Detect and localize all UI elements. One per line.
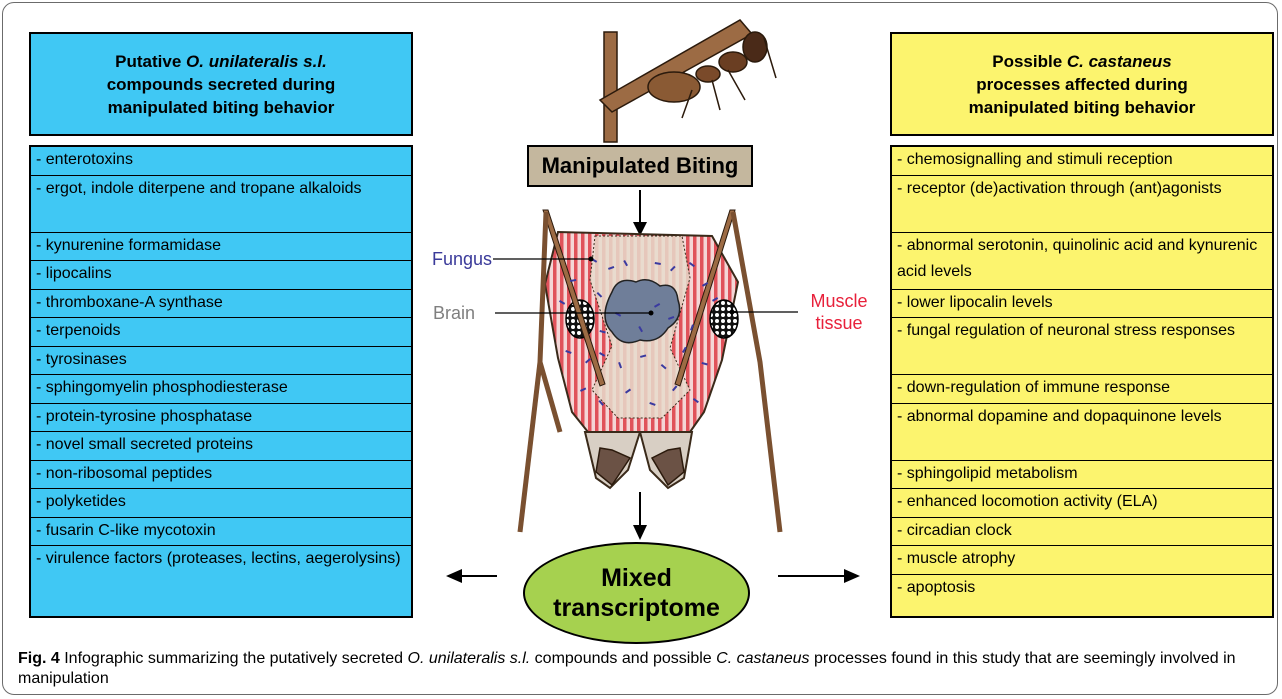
down-arrow-1: [633, 190, 647, 236]
caption-text: processes found in this study that are s…: [18, 650, 1236, 687]
branch-illustration: [598, 19, 754, 143]
list-item: - kynurenine formamidase: [31, 233, 411, 261]
list-item: - lower lipocalin levels: [892, 290, 1272, 318]
fungus-label: Fungus: [432, 249, 493, 269]
list-item: - down-regulation of immune response: [892, 375, 1272, 404]
list-item: - fungal regulation of neuronal stress r…: [892, 318, 1272, 375]
list-item: - abnormal serotonin, quinolinic acid an…: [892, 233, 1272, 290]
right-header: Possible C. castaneus processes affected…: [890, 32, 1274, 136]
caption-text: Infographic summarizing the putatively s…: [59, 650, 408, 667]
list-item: - abnormal dopamine and dopaquinone leve…: [892, 404, 1272, 461]
list-item: - tyrosinases: [31, 347, 411, 375]
list-item: - sphingomyelin phosphodiesterase: [31, 375, 411, 404]
processes-list: - chemosignalling and stimuli reception …: [890, 145, 1274, 618]
left-header-species: O. unilateralis s.l.: [186, 51, 327, 71]
list-item: - fusarin C-like mycotoxin: [31, 518, 411, 546]
muscle-leader-line: [729, 309, 798, 315]
down-arrow-2: [633, 492, 647, 540]
list-item: - lipocalins: [31, 261, 411, 290]
list-item: - muscle atrophy: [892, 546, 1272, 575]
caption-text: compounds and possible: [530, 650, 717, 667]
compounds-list: - enterotoxins - ergot, indole diterpene…: [29, 145, 413, 618]
figure-caption: Fig. 4 Infographic summarizing the putat…: [18, 649, 1268, 689]
list-item: - circadian clock: [892, 518, 1272, 546]
list-item: - polyketides: [31, 489, 411, 518]
list-item: - non-ribosomal peptides: [31, 461, 411, 489]
list-item: - terpenoids: [31, 318, 411, 347]
muscle-label-line1: Muscle: [810, 291, 868, 311]
mixed-label: Mixed: [601, 564, 672, 592]
left-header-prefix: Putative: [115, 51, 187, 71]
caption-figure-number: Fig. 4: [18, 650, 60, 667]
right-header-species: C. castaneus: [1066, 51, 1172, 71]
list-item: - apoptosis: [897, 578, 976, 596]
list-item: - chemosignalling and stimuli reception: [892, 147, 1272, 176]
left-header-line2: compounds secreted during: [106, 74, 336, 94]
muscle-tissue-label: Muscle tissue: [803, 290, 875, 334]
left-arrow: [446, 569, 497, 583]
brain-leader-line: [495, 310, 654, 316]
manipulated-biting-box: Manipulated Biting: [527, 145, 753, 187]
list-item: - virulence factors (proteases, lectins,…: [36, 550, 401, 567]
brain-label: Brain: [433, 303, 476, 323]
muscle-label-line2: tissue: [815, 313, 863, 333]
list-item: - protein-tyrosine phosphatase: [31, 404, 411, 432]
mixed-transcriptome-oval: Mixed transcriptome: [523, 542, 750, 644]
list-item: - thromboxane-A synthase: [31, 290, 411, 318]
list-item: - sphingolipid metabolism: [892, 461, 1272, 489]
left-header-line3: manipulated biting behavior: [107, 97, 335, 117]
list-item: - novel small secreted proteins: [31, 432, 411, 461]
list-item: - ergot, indole diterpene and tropane al…: [31, 176, 411, 233]
left-header: Putative O. unilateralis s.l. compounds …: [29, 32, 413, 136]
list-item: - enterotoxins: [31, 147, 411, 176]
fungus-leader-line: [493, 256, 594, 262]
right-header-line3: manipulated biting behavior: [968, 97, 1196, 117]
transcriptome-label: transcriptome: [553, 594, 720, 622]
right-header-prefix: Possible: [992, 51, 1067, 71]
ant-head-illustration: [517, 209, 783, 533]
caption-species-1: O. unilateralis s.l.: [407, 650, 531, 667]
caption-species-2: C. castaneus: [716, 650, 810, 667]
right-header-line2: processes affected during: [976, 74, 1188, 94]
ant-icon: [647, 31, 777, 119]
list-item: - enhanced locomotion activity (ELA): [892, 489, 1272, 518]
right-arrow: [778, 569, 860, 583]
list-item: - receptor (de)activation through (ant)a…: [892, 176, 1272, 233]
